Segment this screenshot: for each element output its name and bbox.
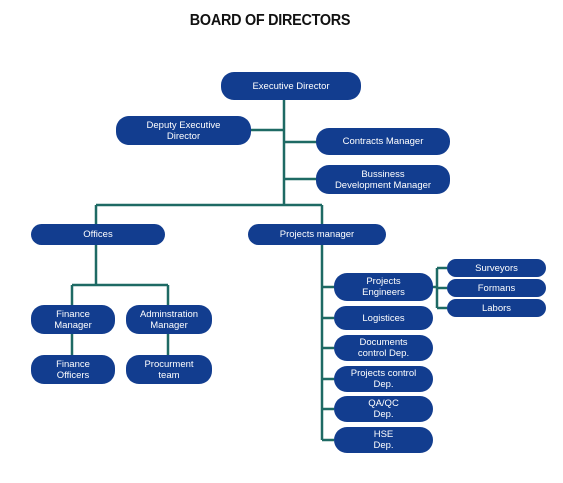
projects-engineers-node: Projects Engineers xyxy=(334,273,433,301)
projects-control-node: Projects control Dep. xyxy=(334,366,433,392)
hse-node: HSE Dep. xyxy=(334,427,433,453)
administration-manager-node: Adminstration Manager xyxy=(126,305,212,334)
procurement-team-node: Procurment team xyxy=(126,355,212,384)
finance-officers-node: Finance Officers xyxy=(31,355,115,384)
offices-node: Offices xyxy=(31,224,165,245)
qa-qc-node: QA/QC Dep. xyxy=(334,396,433,422)
projects-manager-node: Projects manager xyxy=(248,224,386,245)
deputy-executive-director-node: Deputy Executive Director xyxy=(116,116,251,145)
finance-manager-node: Finance Manager xyxy=(31,305,115,334)
logistics-node: Logistices xyxy=(334,306,433,330)
executive-director-node: Executive Director xyxy=(221,72,361,100)
contracts-manager-node: Contracts Manager xyxy=(316,128,450,155)
business-development-manager-node: Bussiness Development Manager xyxy=(316,165,450,194)
formans-node: Formans xyxy=(447,279,546,297)
labors-node: Labors xyxy=(447,299,546,317)
documents-control-node: Documents control Dep. xyxy=(334,335,433,361)
chart-title: BOARD OF DIRECTORS xyxy=(189,12,351,29)
surveyors-node: Surveyors xyxy=(447,259,546,277)
